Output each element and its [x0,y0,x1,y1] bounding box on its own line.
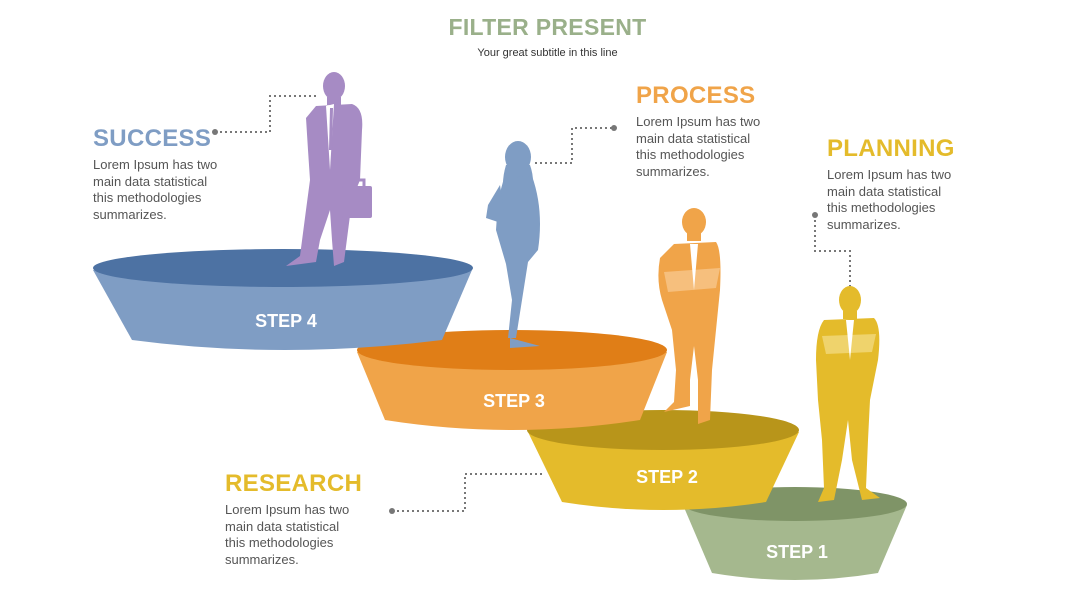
step-3-body [357,352,667,430]
connector-success [215,95,318,133]
planning-block: PLANNING Lorem Ipsum has two main data s… [827,135,987,233]
connector-planning [814,215,851,290]
step-4-label: STEP 4 [255,311,317,331]
success-heading: SUCCESS [93,125,212,152]
step-4-platform: STEP 4 [93,249,473,350]
research-block: RESEARCH Lorem Ipsum has two main data s… [225,470,385,568]
businessman-briefcase-icon [286,72,372,266]
step-2-platform: STEP 2 [527,410,799,510]
research-heading: RESEARCH [225,470,363,497]
success-description: Lorem Ipsum has two main data statistica… [93,157,218,222]
step-3-platform: STEP 3 [357,330,667,430]
page-subtitle: Your great subtitle in this line [477,47,618,59]
process-description: Lorem Ipsum has two main data statistica… [636,114,761,179]
man-standing-icon [816,286,880,502]
step-1-label: STEP 1 [766,542,828,562]
connector-research [392,473,545,512]
step-3-label: STEP 3 [483,391,545,411]
planning-heading: PLANNING [827,135,955,162]
step-4-top [93,249,473,287]
step-1-body [683,505,907,580]
step-2-body [528,432,799,510]
step-4-body [93,270,472,350]
man-arms-crossed-icon [658,208,721,424]
connector-process [535,127,614,164]
process-block: PROCESS Lorem Ipsum has two main data st… [636,82,796,180]
research-description: Lorem Ipsum has two main data statistica… [225,502,350,567]
step-2-label: STEP 2 [636,467,698,487]
success-block: SUCCESS Lorem Ipsum has two main data st… [93,125,253,223]
process-heading: PROCESS [636,82,756,109]
woman-silhouette-icon [486,141,540,348]
planning-description: Lorem Ipsum has two main data statistica… [827,167,952,232]
page-title: FILTER PRESENT [448,14,647,40]
